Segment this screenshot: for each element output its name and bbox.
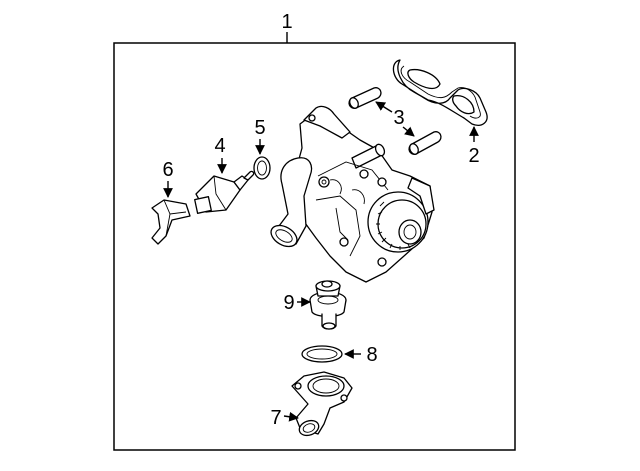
dowel-pin-icon[interactable]	[348, 87, 382, 110]
water-pump-housing-icon[interactable]	[267, 105, 435, 283]
o-ring-icon[interactable]	[301, 345, 343, 363]
callout-4-label: 4	[214, 135, 225, 157]
callout-8[interactable]: 8	[344, 344, 378, 366]
callout-1-label: 1	[281, 11, 292, 33]
sensor-clip-icon[interactable]	[151, 199, 191, 245]
o-ring-icon[interactable]	[253, 156, 271, 180]
callout-2-label: 2	[468, 145, 479, 167]
callout-9[interactable]: 9	[283, 292, 311, 314]
callout-8-label: 8	[366, 344, 377, 366]
callout-7[interactable]: 7	[270, 407, 299, 429]
assembly-frame	[113, 42, 516, 451]
callout-5-label: 5	[254, 117, 265, 139]
callout-1[interactable]: 1	[281, 11, 293, 43]
callout-7-leader	[283, 411, 299, 422]
callout-7-label: 7	[270, 407, 281, 429]
callout-6[interactable]: 6	[162, 159, 174, 198]
thermostat-icon[interactable]	[309, 280, 347, 330]
housing-gasket-icon[interactable]	[392, 59, 488, 126]
outlet-housing-icon[interactable]	[291, 371, 353, 438]
callout-5[interactable]: 5	[254, 117, 266, 155]
dowel-pin-icon[interactable]	[408, 131, 442, 156]
callout-3[interactable]: 3	[375, 101, 415, 137]
callout-3-label: 3	[393, 107, 404, 129]
callout-2[interactable]: 2	[468, 126, 480, 167]
callout-3-leader-b	[402, 126, 415, 137]
callout-3-leader-a	[375, 101, 393, 113]
callout-9-label: 9	[283, 292, 294, 314]
callout-6-label: 6	[162, 159, 173, 181]
callout-4[interactable]: 4	[214, 135, 227, 174]
temperature-sensor-icon[interactable]	[194, 170, 255, 214]
